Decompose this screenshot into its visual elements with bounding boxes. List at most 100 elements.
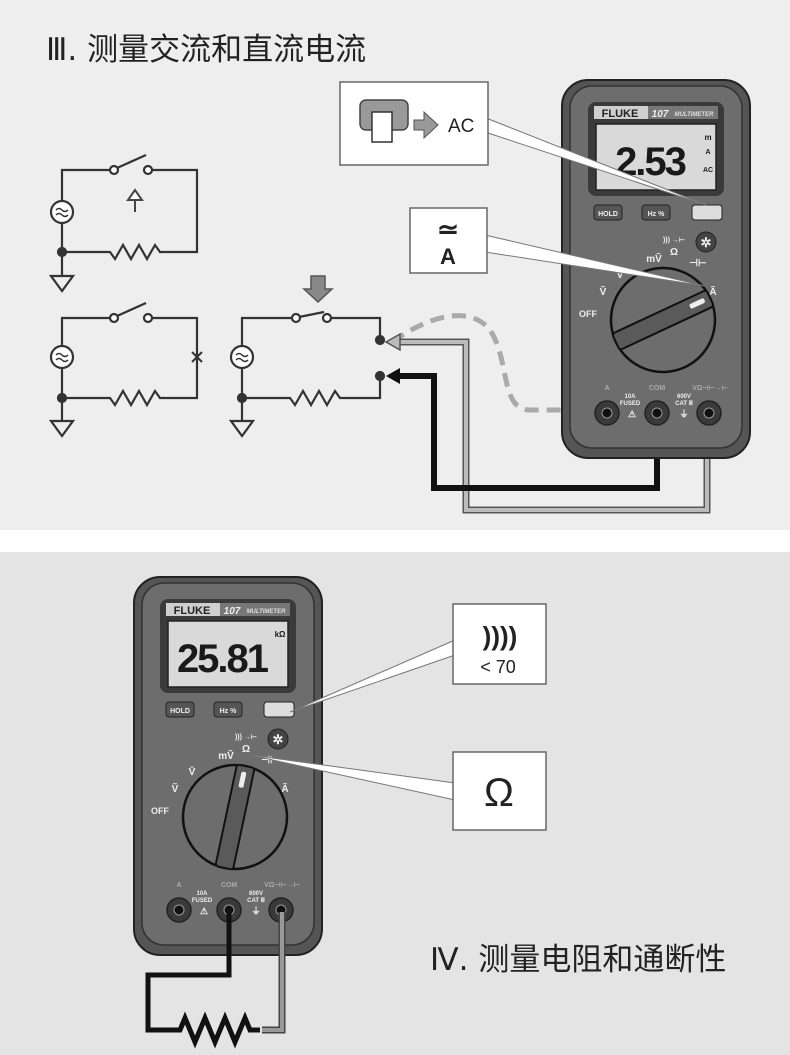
volt-rating-label: 600V (249, 891, 263, 897)
model-strip (220, 603, 290, 616)
arrow-left-icon (384, 332, 401, 352)
lead-dashed-a-jack (390, 313, 600, 413)
hz-button-label: Hz % (648, 211, 666, 218)
lcd-unit-bottom: AC (703, 167, 713, 174)
hold-button-label: HOLD (598, 211, 618, 218)
test-leads-bottom (145, 910, 286, 1049)
callout-ac: AC (339, 81, 707, 206)
hold-button-face (165, 701, 195, 718)
callout-continuity: )))) < 70 (289, 603, 547, 713)
callout-range: ≃ A (409, 207, 706, 287)
dial-grip (612, 289, 714, 351)
model-suffix-label: MULTIMETER (675, 112, 715, 118)
hold-button-label: HOLD (170, 708, 190, 715)
brand-label: FLUKE (602, 108, 639, 120)
dial-label-v-ac: Ṽ (600, 285, 607, 298)
jack-label-v: VΩ⊣⊢→⊢ (264, 881, 300, 889)
model-suffix-label: MULTIMETER (247, 609, 287, 615)
dial-label-ohm: Ω (670, 247, 678, 258)
backlight-icon: ✲ (273, 732, 284, 747)
rotary-dial[interactable] (594, 251, 732, 389)
bottom-panel (0, 552, 790, 1055)
jack-label-a: A (604, 385, 609, 392)
dial-label-off: OFF (579, 309, 597, 319)
lcd-unit-mid: A (705, 149, 710, 156)
fuse-label: FUSED (620, 401, 641, 407)
rotary-dial[interactable] (173, 755, 296, 878)
hz-button[interactable]: Hz % (641, 204, 671, 221)
jack-label-v: VΩ⊣⊢→⊢ (692, 384, 728, 392)
dial-label-mv: mṼ (646, 252, 662, 265)
dial-label-ohm: Ω (242, 744, 250, 755)
hz-button-face (213, 701, 243, 718)
circuit-diagrams (48, 153, 386, 438)
dial-label-amp: Ã (281, 782, 288, 795)
a-input-jack-hole (601, 407, 613, 419)
dial-label-capacitance: ⊣⊢ (689, 258, 707, 269)
dial-label-v-dc: V̄ (617, 269, 624, 281)
warning-icon: ⚠ (200, 906, 208, 916)
ground-icon: ⏚ (251, 906, 260, 916)
dial-label-off: OFF (151, 806, 169, 816)
volt-rating-label: 600V (677, 394, 691, 400)
a-input-jack-hole (173, 904, 185, 916)
multimeter-bottom: FLUKE 107 MULTIMETER 25.81 kΩ HOLD Hz % ✲ mṼ Ω)))… (133, 576, 323, 956)
circuit-meter-inserted (228, 275, 386, 438)
backlight-button[interactable] (695, 231, 717, 253)
cat-rating-label: CAT Ⅲ (675, 400, 693, 407)
dial-grip (214, 763, 256, 871)
v-input-jack-hole (703, 407, 715, 419)
hz-button-label: Hz % (220, 708, 238, 715)
ground-icon: ⏚ (679, 409, 688, 419)
lcd-screen (595, 123, 717, 191)
hz-button[interactable]: Hz % (213, 701, 243, 718)
lcd-readout: 25.81 (177, 637, 269, 681)
backlight-button[interactable] (267, 728, 289, 750)
dial-label-mv: mṼ (218, 749, 234, 762)
hold-button[interactable]: HOLD (165, 701, 195, 718)
dial-label-capacitance: ⊣⊢ (261, 755, 279, 766)
hold-button-face (593, 204, 623, 221)
circuit-original (48, 153, 199, 293)
ac-source-icon (49, 199, 75, 225)
continuity-threshold: < 70 (480, 657, 516, 677)
callout-ohm: Ω (249, 751, 547, 831)
jack-label-com: COM (649, 385, 666, 392)
jack-label-com: COM (221, 882, 238, 889)
function-button[interactable] (691, 204, 723, 221)
dial-label-v-dc: V̄ (189, 766, 196, 778)
ac-dc-symbol: ≃ (437, 214, 459, 244)
brand-label: FLUKE (174, 605, 211, 617)
section-4-title: Ⅳ. 测量电阻和通断性 (430, 942, 726, 978)
dial-pointer (238, 771, 247, 788)
lcd-unit-top: m (704, 133, 711, 142)
lcd-screen (167, 620, 289, 688)
test-leads-top (384, 313, 711, 514)
dial-pointer (689, 298, 705, 309)
lcd-unit-top: kΩ (275, 630, 286, 639)
hz-button-face (641, 204, 671, 221)
arrow-left-icon (386, 368, 400, 384)
amp-label: A (440, 244, 456, 269)
continuity-diode-icon: ))) →⊢ (235, 733, 257, 741)
ohm-symbol: Ω (484, 771, 514, 815)
fuse-label: FUSED (192, 898, 213, 904)
function-button[interactable] (263, 701, 295, 718)
model-strip (648, 106, 718, 119)
com-input-jack-hole (651, 407, 663, 419)
callout-mode-label: AC (448, 116, 474, 137)
beeper-icon: )))) (483, 621, 518, 651)
jack-label-a: A (176, 882, 181, 889)
model-label: 107 (224, 606, 241, 617)
model-label: 107 (652, 109, 669, 120)
dial-label-v-ac: Ṽ (172, 782, 179, 795)
fuse-rating-label: 10A (196, 891, 208, 897)
fuse-rating-label: 10A (624, 394, 636, 400)
cat-rating-label: CAT Ⅲ (247, 897, 265, 904)
arrow-down-icon (302, 275, 334, 304)
section-3-title: Ⅲ. 测量交流和直流电流 (46, 32, 366, 68)
backlight-icon: ✲ (701, 235, 712, 250)
hold-button[interactable]: HOLD (593, 204, 623, 221)
